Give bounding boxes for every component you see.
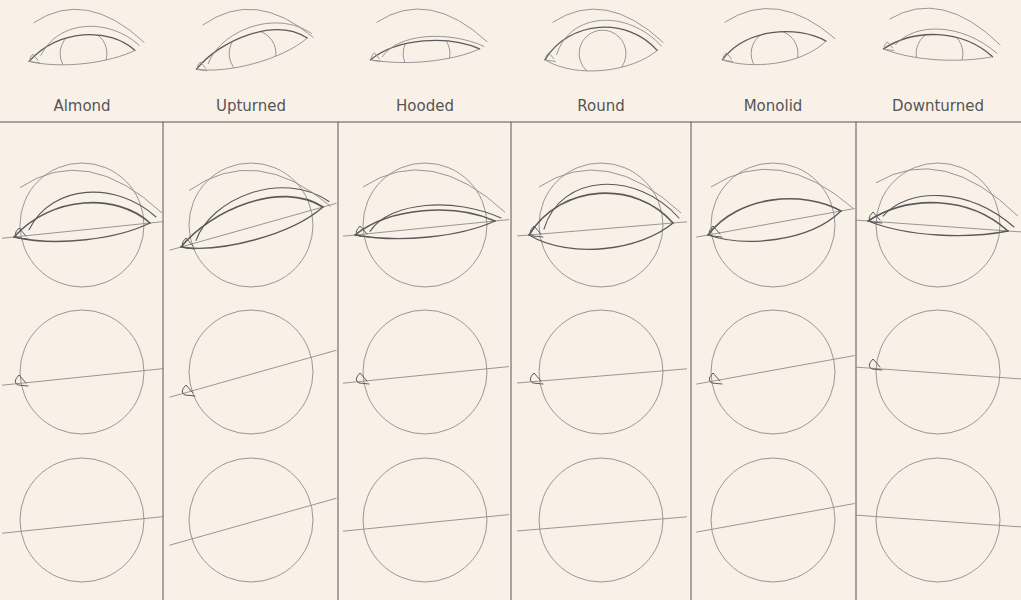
guide-line	[696, 504, 855, 533]
eye-type-label: Hooded	[396, 97, 454, 115]
guide-line	[696, 356, 855, 385]
eye-type-label: Almond	[53, 97, 110, 115]
eyelid-crease	[895, 29, 997, 54]
brow-arc	[34, 9, 145, 42]
iris-circle	[229, 30, 276, 77]
divider-line	[691, 122, 692, 600]
upper-eyelid	[883, 35, 992, 57]
guide-circle	[711, 310, 835, 434]
upper-eyelid	[868, 203, 1008, 231]
divider-line	[338, 122, 339, 600]
tear-duct	[197, 62, 207, 71]
tear-duct	[546, 53, 556, 62]
tear-duct	[371, 53, 381, 62]
guide-circle	[363, 310, 487, 434]
brow-arc	[203, 9, 314, 37]
guide-line	[343, 367, 509, 384]
divider-line	[511, 122, 512, 600]
tear-duct	[530, 373, 543, 384]
brow-arc	[539, 170, 681, 213]
guide-line	[2, 369, 164, 386]
eye-type-label: Round	[577, 97, 624, 115]
upper-eyelid	[708, 199, 841, 235]
iris-circle	[751, 30, 798, 77]
guide-circle	[20, 458, 144, 582]
brow-arc	[20, 170, 162, 213]
guide-line	[169, 350, 336, 397]
guide-circle	[189, 310, 313, 434]
guide-line	[2, 517, 164, 534]
guide-circle	[363, 163, 487, 287]
divider-line	[856, 122, 857, 600]
guide-line	[169, 203, 336, 250]
eyelid-crease	[382, 36, 484, 57]
lower-eyelid	[29, 50, 135, 64]
lower-eyelid	[529, 223, 673, 249]
upper-eyelid	[196, 30, 307, 69]
guide-circle	[189, 458, 313, 582]
brow-arc	[711, 169, 853, 208]
guide-circle	[876, 163, 1000, 287]
lower-eyelid	[722, 41, 826, 65]
eye-type-label: Monolid	[744, 97, 803, 115]
brow-arc	[363, 170, 505, 212]
eyelid-crease	[883, 195, 1014, 227]
guide-circle	[876, 310, 1000, 434]
guide-line	[343, 220, 509, 237]
tear-duct	[15, 375, 28, 386]
upper-eyelid	[370, 40, 479, 59]
guide-circle	[20, 310, 144, 434]
eyelid-crease	[208, 23, 312, 64]
guide-line	[517, 222, 687, 236]
guide-line	[2, 222, 164, 239]
tear-duct	[723, 53, 733, 62]
brow-arc	[890, 8, 1001, 45]
guide-circle	[876, 458, 1000, 582]
brow-arc	[189, 170, 331, 206]
brow-arc	[553, 9, 664, 42]
tear-duct	[30, 54, 40, 63]
tear-duct	[182, 385, 195, 396]
guide-circle	[363, 458, 487, 582]
eyelid-crease	[557, 20, 662, 55]
eyelid-crease	[544, 184, 679, 229]
eye-type-label: Downturned	[892, 97, 984, 115]
tear-duct	[356, 373, 369, 384]
brow-arc	[876, 169, 1018, 216]
brow-arc	[377, 9, 488, 42]
lower-eyelid	[708, 211, 841, 241]
guide-circle	[20, 163, 144, 287]
divider-line	[163, 122, 164, 600]
upper-eyelid	[722, 32, 826, 60]
lower-eyelid	[14, 223, 150, 241]
iris-circle	[403, 30, 450, 77]
eyelid-crease	[370, 205, 501, 232]
brow-arc	[725, 9, 836, 39]
lower-eyelid	[545, 50, 657, 71]
guide-line	[169, 498, 336, 545]
guide-line	[517, 369, 687, 383]
guide-line	[517, 517, 687, 531]
lower-eyelid	[868, 221, 1008, 236]
upper-eyelid	[355, 210, 495, 235]
guide-line	[856, 515, 1021, 527]
eye-type-label: Upturned	[216, 97, 286, 115]
guide-line	[856, 367, 1021, 379]
eyelid-crease	[196, 188, 329, 241]
lower-eyelid	[883, 49, 992, 60]
eyelid-crease	[41, 26, 140, 55]
eyelid-crease	[29, 192, 156, 230]
tear-duct	[869, 359, 882, 370]
iris-circle	[579, 30, 626, 77]
guide-circle	[711, 458, 835, 582]
guide-line	[343, 515, 509, 532]
guide-circle	[711, 163, 835, 287]
tear-duct	[884, 42, 894, 51]
tear-duct	[709, 373, 722, 384]
